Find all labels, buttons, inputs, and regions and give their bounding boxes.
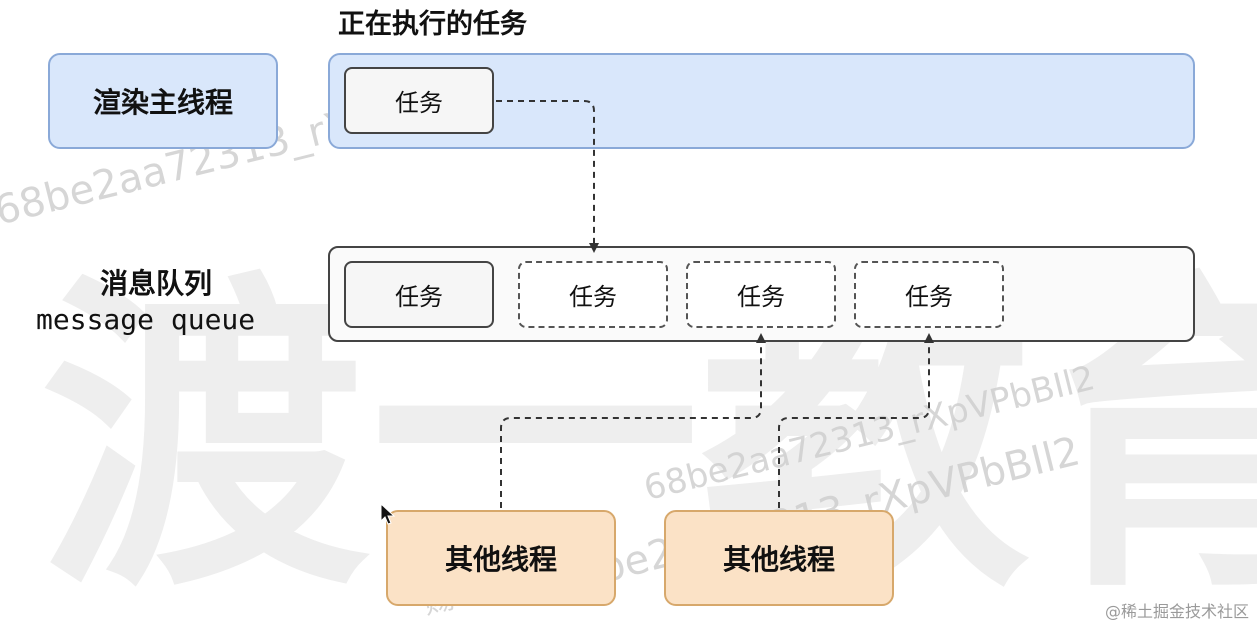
queue-task: 任务 [344, 261, 494, 328]
other-thread: 其他线程 [664, 510, 894, 606]
watermark-char: 渡 [40, 250, 370, 628]
queue-task-pending: 任务 [518, 261, 668, 328]
current-task: 任务 [344, 67, 494, 134]
mouse-cursor-icon [380, 503, 396, 525]
executing-section-title: 正在执行的任务 [338, 9, 527, 40]
footer-credit: @稀土掘金技术社区 [1104, 602, 1249, 621]
message-queue-label-cn: 消息队列 [100, 267, 213, 300]
message-queue-label-en: message queue [36, 303, 256, 336]
queue-task-pending: 任务 [854, 261, 1004, 328]
message-queue-label: 消息队列 message queue [36, 266, 306, 338]
render-main-thread: 渲染主线程 [48, 53, 278, 149]
other-thread: 其他线程 [386, 510, 616, 606]
queue-task-pending: 任务 [686, 261, 836, 328]
